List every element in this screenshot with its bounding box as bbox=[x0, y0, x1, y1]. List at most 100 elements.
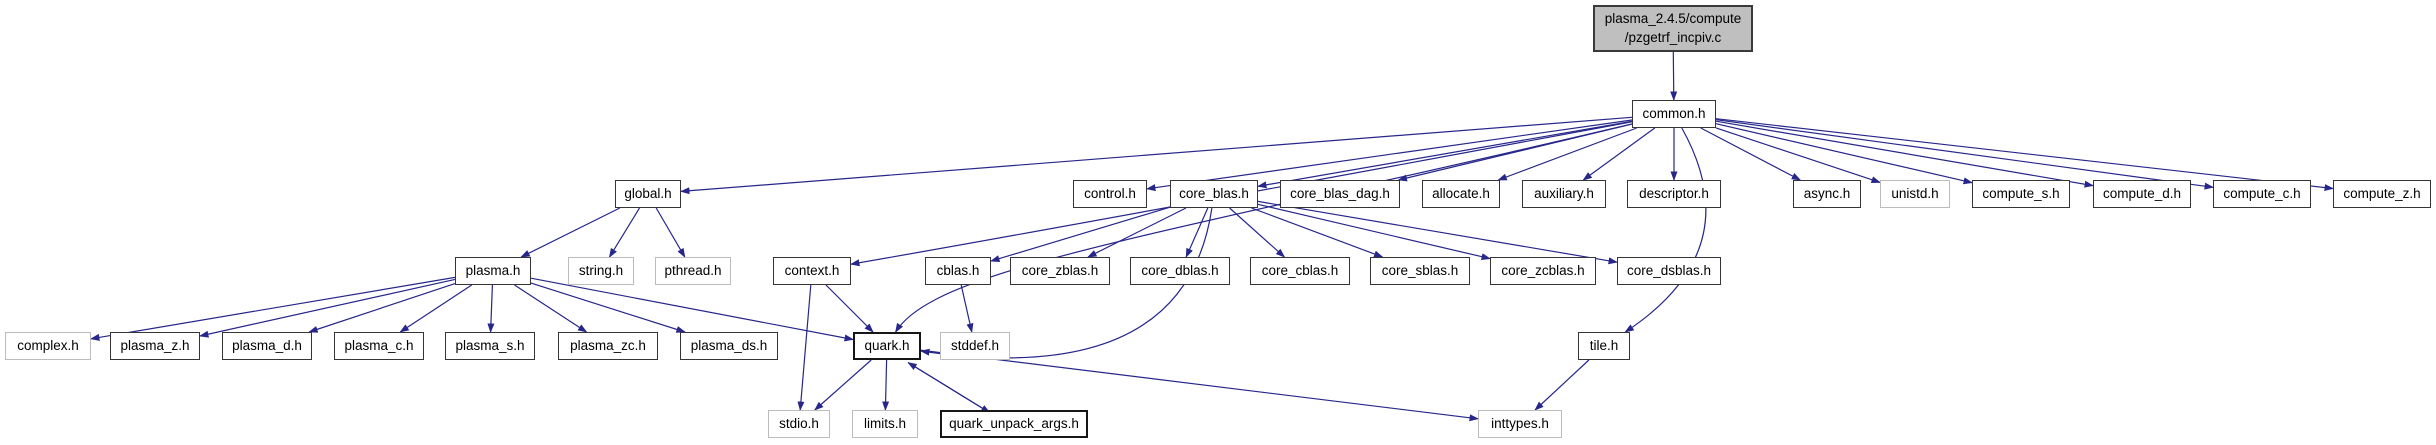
node-label: core_dsblas.h bbox=[1626, 262, 1712, 278]
graph-node-compute-z-h[interactable]: compute_z.h bbox=[2333, 180, 2431, 208]
node-label: descriptor.h bbox=[1639, 185, 1709, 201]
node-label: context.h bbox=[784, 262, 840, 278]
include-edge-common_h-to-compute_z_h bbox=[1715, 118, 2334, 192]
graph-node-plasma-z-h[interactable]: plasma_z.h bbox=[110, 332, 200, 360]
include-edge-main-to-common_h bbox=[1670, 51, 1678, 101]
include-edge-plasma_h-to-plasma_c_h bbox=[399, 284, 473, 333]
graph-node-context-h[interactable]: context.h bbox=[773, 257, 851, 285]
include-edge-plasma_h-to-quark_h bbox=[530, 277, 854, 342]
graph-node-plasma-d-h[interactable]: plasma_d.h bbox=[222, 332, 312, 360]
graph-node-core-sblas-h[interactable]: core_sblas.h bbox=[1370, 257, 1470, 285]
node-label: allocate.h bbox=[1432, 185, 1490, 201]
node-label: core_blas.h bbox=[1179, 185, 1249, 201]
include-edge-quark_h-to-stdio_h bbox=[814, 359, 872, 411]
graph-node-plasma-s-h[interactable]: plasma_s.h bbox=[445, 332, 535, 360]
graph-node-core-blas-dag-h[interactable]: core_blas_dag.h bbox=[1280, 180, 1400, 208]
graph-node-global-h[interactable]: global.h bbox=[615, 180, 681, 208]
include-edge-common_h-to-quark_h bbox=[895, 123, 1633, 333]
graph-node-plasma-h[interactable]: plasma.h bbox=[455, 257, 531, 285]
graph-node-core-zblas-h[interactable]: core_zblas.h bbox=[1010, 257, 1110, 285]
graph-node-tile-h[interactable]: tile.h bbox=[1578, 332, 1630, 360]
include-edge-plasma_h-to-plasma_d_h bbox=[308, 283, 456, 333]
include-edge-common_h-to-core_blas_h bbox=[1257, 120, 1633, 189]
node-label: compute_z.h bbox=[2343, 185, 2421, 201]
graph-node-descriptor-h[interactable]: descriptor.h bbox=[1627, 180, 1721, 208]
node-label: plasma_zc.h bbox=[570, 337, 646, 353]
graph-node-plasma-c-h[interactable]: plasma_c.h bbox=[334, 332, 424, 360]
graph-node-common-h[interactable]: common.h bbox=[1632, 100, 1716, 128]
node-label: common.h bbox=[1642, 105, 1706, 121]
node-label: stddef.h bbox=[950, 337, 1000, 353]
include-edge-common_h-to-compute_s_h bbox=[1715, 123, 1973, 185]
include-edge-quark_unpack_args_h-to-quark_h bbox=[907, 362, 990, 414]
include-edge-core_blas_h-to-core_cblas_h bbox=[1229, 207, 1286, 258]
node-label: core_zblas.h bbox=[1021, 262, 1099, 278]
include-edge-common_h-to-global_h bbox=[680, 116, 1633, 195]
include-edge-common_h-to-unistd_h bbox=[1715, 127, 1881, 184]
include-edge-global_h-to-pthread_h bbox=[655, 207, 686, 258]
include-edge-common_h-to-compute_c_h bbox=[1715, 119, 2214, 190]
graph-node-core-dsblas-h[interactable]: core_dsblas.h bbox=[1617, 257, 1721, 285]
graph-node-core-zcblas-h[interactable]: core_zcblas.h bbox=[1490, 257, 1596, 285]
include-edge-global_h-to-plasma_h bbox=[520, 207, 621, 258]
include-edge-core_blas_h-to-core_dblas_h bbox=[1185, 207, 1209, 258]
include-edge-core_blas_h-to-core_zcblas_h bbox=[1257, 203, 1491, 261]
include-edge-global_h-to-string_h bbox=[608, 207, 641, 258]
node-label: tile.h bbox=[1589, 337, 1619, 353]
graph-node-compute-s-h[interactable]: compute_s.h bbox=[1972, 180, 2070, 208]
node-label: core_blas_dag.h bbox=[1290, 185, 1390, 201]
node-label: plasma_ds.h bbox=[690, 337, 768, 353]
node-label: limits.h bbox=[863, 415, 906, 431]
include-edge-context_h-to-quark_h bbox=[825, 284, 874, 333]
include-edge-context_h-to-stdio_h bbox=[797, 284, 812, 411]
graph-node-compute-d-h[interactable]: compute_d.h bbox=[2093, 180, 2191, 208]
graph-node-auxiliary-h[interactable]: auxiliary.h bbox=[1522, 180, 1606, 208]
node-label: async.h bbox=[1803, 185, 1851, 201]
include-edge-plasma_h-to-plasma_s_h bbox=[487, 284, 495, 333]
graph-node-stddef-h: stddef.h bbox=[940, 332, 1010, 360]
graph-node-plasma-zc-h[interactable]: plasma_zc.h bbox=[558, 332, 658, 360]
node-label: plasma.h bbox=[465, 262, 521, 278]
graph-node-quark-unpack-args-h[interactable]: quark_unpack_args.h bbox=[940, 410, 1088, 438]
node-label: auxiliary.h bbox=[1534, 185, 1594, 201]
node-label: string.h bbox=[578, 262, 624, 278]
graph-node-string-h: string.h bbox=[568, 257, 634, 285]
node-label: stdio.h bbox=[779, 415, 819, 431]
graph-node-allocate-h[interactable]: allocate.h bbox=[1422, 180, 1500, 208]
node-label: quark_unpack_args.h bbox=[949, 415, 1079, 431]
graph-node-pthread-h: pthread.h bbox=[655, 257, 731, 285]
include-edge-common_h-to-tile_h bbox=[1624, 127, 1707, 333]
include-edge-core_blas_h-to-core_zblas_h bbox=[1087, 207, 1187, 258]
node-label: compute_c.h bbox=[2223, 185, 2301, 201]
include-edge-common_h-to-context_h bbox=[850, 121, 1633, 267]
graph-node-limits-h: limits.h bbox=[852, 410, 918, 438]
graph-node-core-dblas-h[interactable]: core_dblas.h bbox=[1130, 257, 1230, 285]
include-edge-cblas_h-to-stddef_h bbox=[960, 284, 974, 333]
include-edge-core_blas_h-to-core_sblas_h bbox=[1251, 207, 1384, 258]
graph-node-async-h[interactable]: async.h bbox=[1793, 180, 1861, 208]
node-label: core_zcblas.h bbox=[1501, 262, 1585, 278]
node-label: inttypes.h bbox=[1491, 415, 1549, 431]
graph-node-inttypes-h: inttypes.h bbox=[1478, 410, 1562, 438]
node-label: control.h bbox=[1084, 185, 1136, 201]
graph-node-main: plasma_2.4.5/compute /pzgetrf_incpiv.c bbox=[1593, 5, 1753, 52]
graph-node-cblas-h[interactable]: cblas.h bbox=[925, 257, 991, 285]
node-label: plasma_z.h bbox=[120, 337, 190, 353]
graph-node-plasma-ds-h[interactable]: plasma_ds.h bbox=[680, 332, 778, 360]
graph-node-core-cblas-h[interactable]: core_cblas.h bbox=[1250, 257, 1350, 285]
node-label: unistd.h bbox=[1891, 185, 1939, 201]
graph-node-complex-h: complex.h bbox=[5, 332, 91, 360]
include-edge-common_h-to-async_h bbox=[1700, 127, 1802, 181]
node-label: global.h bbox=[624, 185, 672, 201]
graph-node-core-blas-h[interactable]: core_blas.h bbox=[1170, 180, 1258, 208]
graph-node-stdio-h: stdio.h bbox=[768, 410, 830, 438]
graph-node-compute-c-h[interactable]: compute_c.h bbox=[2213, 180, 2311, 208]
graph-node-control-h[interactable]: control.h bbox=[1073, 180, 1147, 208]
include-edge-plasma_h-to-plasma_ds_h bbox=[530, 282, 686, 333]
node-label: plasma_c.h bbox=[344, 337, 414, 353]
node-label: compute_s.h bbox=[1982, 185, 2060, 201]
node-label: core_sblas.h bbox=[1381, 262, 1459, 278]
graph-node-unistd-h: unistd.h bbox=[1880, 180, 1950, 208]
graph-node-quark-h[interactable]: quark.h bbox=[853, 332, 921, 360]
